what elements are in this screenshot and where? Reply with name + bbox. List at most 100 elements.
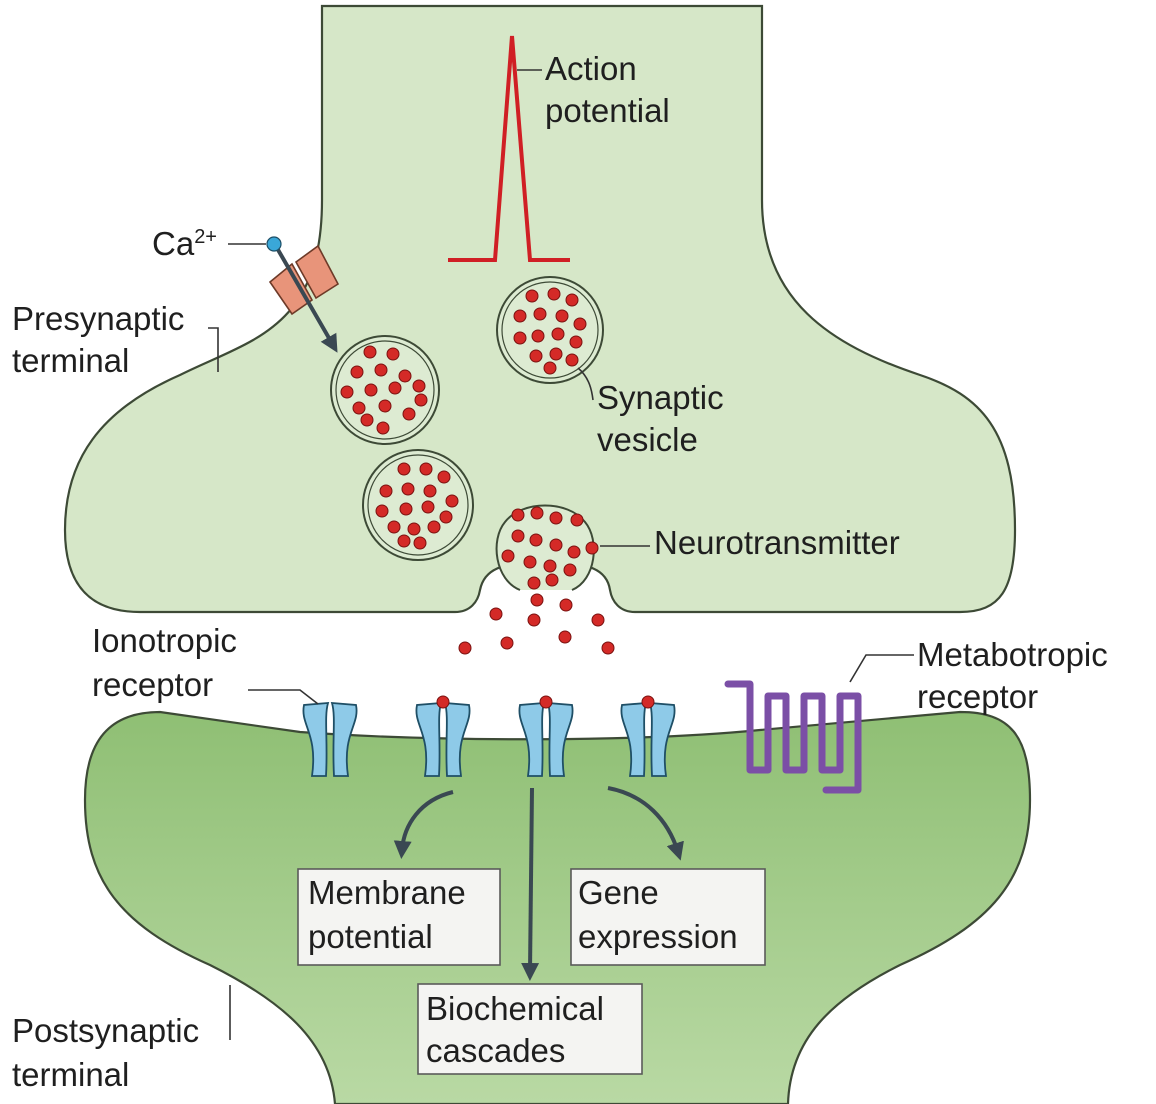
neurotransmitter-molecule: [527, 613, 541, 627]
neurotransmitter-molecule: [543, 361, 557, 375]
neurotransmitter-molecule: [378, 399, 392, 413]
metabotropic-receptor-label: Metabotropic receptor: [917, 636, 1117, 715]
neurotransmitter-molecule: [547, 287, 561, 301]
neurotransmitter-molecule: [423, 484, 437, 498]
calcium-label: Ca2+: [152, 225, 217, 262]
neurotransmitter-molecule: [399, 502, 413, 516]
neurotransmitter-molecule: [555, 309, 569, 323]
neurotransmitter-molecule: [549, 511, 563, 525]
neurotransmitter-molecule: [397, 534, 411, 548]
neurotransmitter-molecule: [559, 598, 573, 612]
arrow-to-gene-expression: [607, 786, 684, 861]
neurotransmitter-molecule: [530, 593, 544, 607]
ionotropic-receptor-2: [415, 695, 471, 777]
neurotransmitter-molecule: [565, 293, 579, 307]
neurotransmitter-molecule: [386, 347, 400, 361]
calcium-influx-arrow: [275, 247, 338, 353]
neurotransmitter-molecule: [543, 559, 557, 573]
metabotropic-receptor: [724, 680, 862, 794]
action-potential-label: Action potential: [545, 50, 670, 129]
neurotransmitter-molecule: [530, 506, 544, 520]
neurotransmitter-molecule: [401, 482, 415, 496]
bound-neurotransmitter: [436, 695, 450, 709]
neurotransmitter-molecule: [513, 309, 527, 323]
neurotransmitter-molecule: [437, 470, 451, 484]
neurotransmitter-molecule: [569, 335, 583, 349]
neurotransmitter-molecule: [601, 641, 615, 655]
neurotransmitter-molecule: [427, 520, 441, 534]
neurotransmitter-molecule: [567, 545, 581, 559]
calcium-channel: [268, 244, 340, 316]
bound-neurotransmitter: [641, 695, 655, 709]
neurotransmitter-molecule: [376, 421, 390, 435]
neurotransmitter-molecule: [591, 613, 605, 627]
neurotransmitter-molecule: [531, 329, 545, 343]
ionotropic-receptor-1: [302, 701, 358, 777]
synaptic-vesicle-3: [362, 449, 474, 561]
arrow-to-biochemical-cascades: [521, 787, 540, 981]
neurotransmitter-molecule: [374, 363, 388, 377]
neurotransmitter-molecule: [458, 641, 472, 655]
calcium-ion: [266, 236, 282, 252]
neurotransmitter-molecule: [529, 349, 543, 363]
released-neurotransmitter: [458, 593, 615, 655]
neurotransmitter-molecule: [412, 379, 426, 393]
neurotransmitter-molecule: [387, 520, 401, 534]
neurotransmitter-molecule: [402, 407, 416, 421]
synaptic-vesicle-label: Synaptic vesicle: [597, 379, 733, 458]
neurotransmitter-molecule: [529, 533, 543, 547]
neurotransmitter-molecule: [421, 500, 435, 514]
neurotransmitter-molecule: [379, 484, 393, 498]
bound-neurotransmitter: [539, 695, 553, 709]
neurotransmitter-molecule: [533, 307, 547, 321]
neurotransmitter-molecule: [375, 504, 389, 518]
neurotransmitter-molecule: [388, 381, 402, 395]
postsynaptic-terminal-label: Postsynaptic terminal: [12, 1012, 208, 1093]
neurotransmitter-molecule: [439, 510, 453, 524]
neurotransmitter-molecule: [489, 607, 503, 621]
neurotransmitter-molecule: [407, 522, 421, 536]
neurotransmitter-molecule: [551, 327, 565, 341]
neurotransmitter-molecule: [527, 576, 541, 590]
neurotransmitter-molecule: [350, 365, 364, 379]
neurotransmitter-molecule: [352, 401, 366, 415]
ionotropic-receptor-label: Ionotropic receptor: [92, 622, 246, 703]
neurotransmitter-label: Neurotransmitter: [654, 524, 900, 561]
neurotransmitter-molecule: [511, 508, 525, 522]
fusing-vesicle: [495, 504, 599, 591]
neurotransmitter-molecule: [549, 347, 563, 361]
neurotransmitter-molecule: [364, 383, 378, 397]
neurotransmitter-molecule: [545, 573, 559, 587]
neurotransmitter-molecule: [558, 630, 572, 644]
neurotransmitter-molecule: [511, 529, 525, 543]
neurotransmitter-molecule: [525, 289, 539, 303]
synaptic-vesicle-2: [496, 276, 604, 384]
neurotransmitter-molecule: [570, 513, 584, 527]
action-potential-trace: [448, 35, 570, 262]
synaptic-vesicle-1: [330, 335, 440, 445]
neurotransmitter-molecule: [340, 385, 354, 399]
neurotransmitter-molecule: [360, 413, 374, 427]
neurotransmitter-molecule: [419, 462, 433, 476]
neurotransmitter-molecule: [413, 536, 427, 550]
neurotransmitter-molecule: [513, 331, 527, 345]
neurotransmitter-molecule: [363, 345, 377, 359]
ionotropic-receptor-3: [518, 695, 574, 777]
neurotransmitter-molecule: [414, 393, 428, 407]
ionotropic-receptor-4: [620, 695, 676, 777]
neurotransmitter-molecule: [397, 462, 411, 476]
neurotransmitter-molecule: [445, 494, 459, 508]
neurotransmitter-molecule: [573, 317, 587, 331]
neurotransmitter-molecule: [501, 549, 515, 563]
neurotransmitter-molecule: [398, 369, 412, 383]
neurotransmitter-molecule: [563, 563, 577, 577]
neurotransmitter-molecule: [549, 538, 563, 552]
presynaptic-terminal-label: Presynaptic terminal: [12, 300, 194, 379]
